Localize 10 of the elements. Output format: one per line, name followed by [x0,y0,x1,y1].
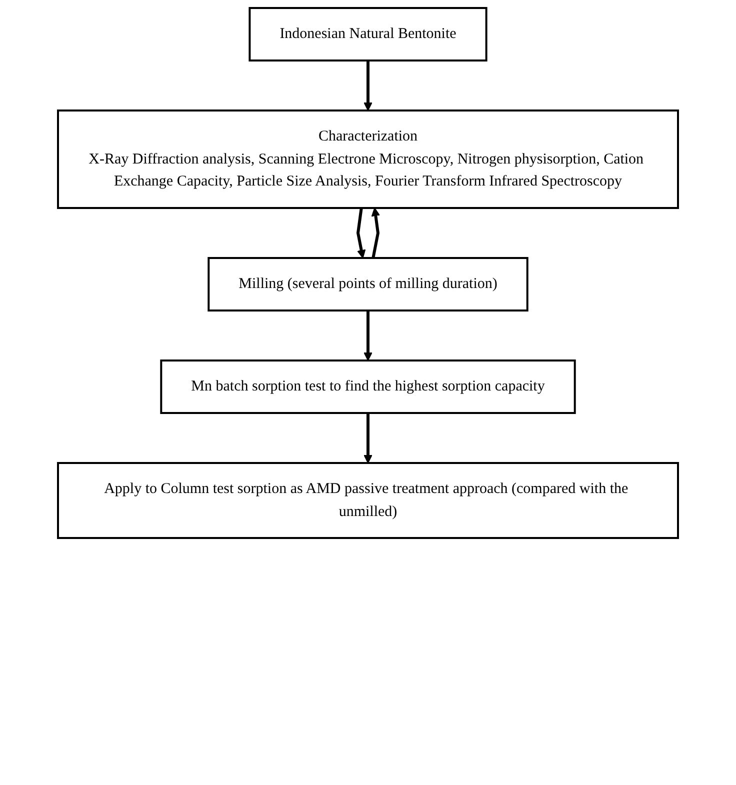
arrow [364,60,372,111]
node-box: Characterization X-Ray Diffraction analysis, Scanning Electrone Microscopy, Nitrogen physisorption, Cation Exchange Capacity, Particle Size Analysis, Fourier Transform Infrared Spectroscopy [57,110,679,209]
arrow [364,413,372,464]
node-box: Apply to Column test sorption as AMD passive treatment approach (compared with the unmilled) [57,462,679,539]
node-box: Milling (several points of milling duration) [208,257,528,312]
arrow [364,310,372,361]
node-box: Indonesian Natural Bentonite [248,7,488,62]
arrow [356,208,366,258]
arrow [371,208,380,258]
node-box: Mn batch sorption test to find the highest sorption capacity [160,360,576,414]
